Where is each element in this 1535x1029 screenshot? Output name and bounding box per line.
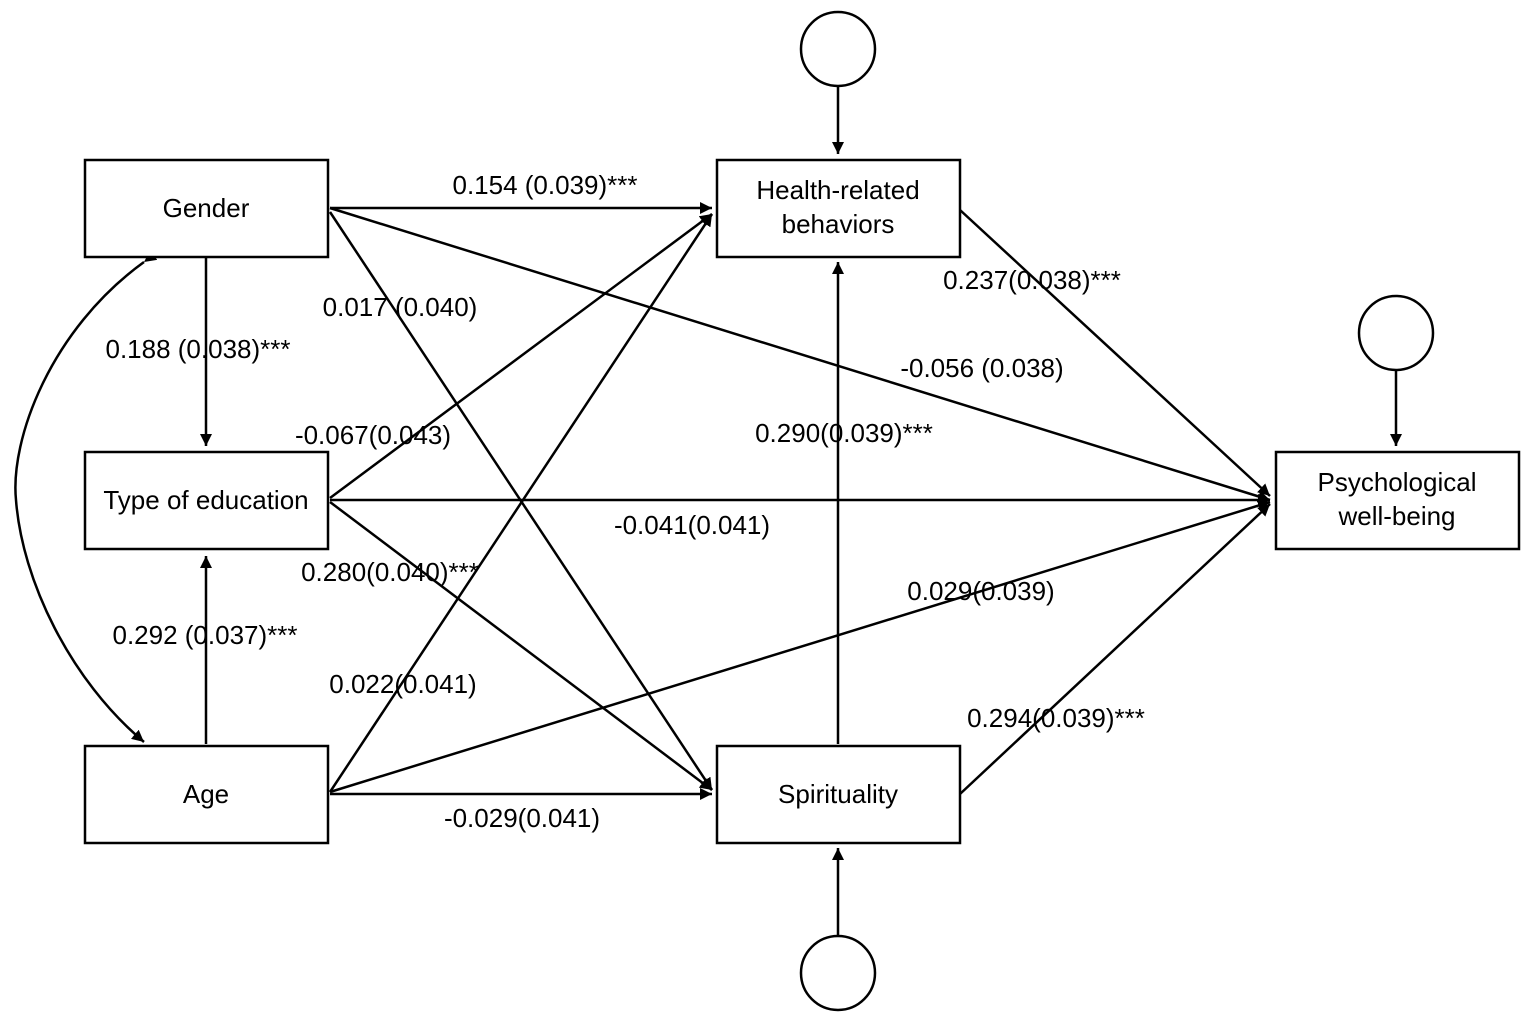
edge-age-health bbox=[328, 213, 714, 793]
node-age: Age bbox=[83, 744, 330, 845]
node-health-label-line2: behaviors bbox=[782, 209, 895, 239]
node-health: Health-related behaviors bbox=[715, 158, 962, 259]
node-age-label: Age bbox=[183, 779, 229, 809]
edge-gender-age-covariance bbox=[14, 250, 158, 743]
label-age-education: 0.292 (0.037)*** bbox=[112, 620, 297, 650]
label-age-wellbeing: 0.029(0.039) bbox=[907, 576, 1054, 606]
node-education-label: Type of education bbox=[103, 485, 308, 515]
error-circle-wellbeing bbox=[1357, 294, 1435, 372]
label-spirituality-wellbeing: 0.294(0.039)*** bbox=[967, 703, 1145, 733]
edge-gender-wellbeing bbox=[329, 206, 1271, 503]
edge-age-wellbeing bbox=[329, 499, 1271, 794]
node-education: Type of education bbox=[83, 450, 330, 551]
node-gender-label: Gender bbox=[163, 193, 250, 223]
error-terms bbox=[799, 10, 1435, 1012]
label-education-spirituality: 0.280(0.040)*** bbox=[301, 557, 479, 587]
label-health-wellbeing: 0.237(0.038)*** bbox=[943, 265, 1121, 295]
edge-labels: 0.154 (0.039)*** 0.017 (0.040) 0.188 (0.… bbox=[105, 170, 1144, 833]
error-circle-health bbox=[799, 10, 877, 88]
node-gender: Gender bbox=[83, 158, 330, 259]
node-spirituality: Spirituality bbox=[715, 744, 962, 845]
label-education-wellbeing: -0.041(0.041) bbox=[614, 510, 770, 540]
node-wellbeing-label-line1: Psychological bbox=[1318, 467, 1477, 497]
label-gender-education: 0.188 (0.038)*** bbox=[105, 334, 290, 364]
node-wellbeing: Psychological well-being bbox=[1274, 450, 1521, 551]
node-spirituality-label: Spirituality bbox=[778, 779, 898, 809]
label-gender-spirituality: 0.017 (0.040) bbox=[323, 292, 478, 322]
node-health-label-line1: Health-related bbox=[756, 175, 919, 205]
edge-spirituality-wellbeing bbox=[959, 503, 1271, 795]
edges bbox=[14, 86, 1402, 936]
label-age-spirituality: -0.029(0.041) bbox=[444, 803, 600, 833]
error-circle-spirituality bbox=[799, 934, 877, 1012]
label-spirituality-health: 0.290(0.039)*** bbox=[755, 418, 933, 448]
label-gender-wellbeing: -0.056 (0.038) bbox=[900, 353, 1063, 383]
node-wellbeing-label-line2: well-being bbox=[1337, 501, 1455, 531]
edge-health-wellbeing bbox=[959, 209, 1271, 497]
edge-education-spirituality bbox=[329, 501, 713, 791]
label-gender-health: 0.154 (0.039)*** bbox=[452, 170, 637, 200]
edge-education-health bbox=[329, 212, 713, 500]
label-age-health: 0.022(0.041) bbox=[329, 669, 476, 699]
label-education-health: -0.067(0.043) bbox=[295, 420, 451, 450]
